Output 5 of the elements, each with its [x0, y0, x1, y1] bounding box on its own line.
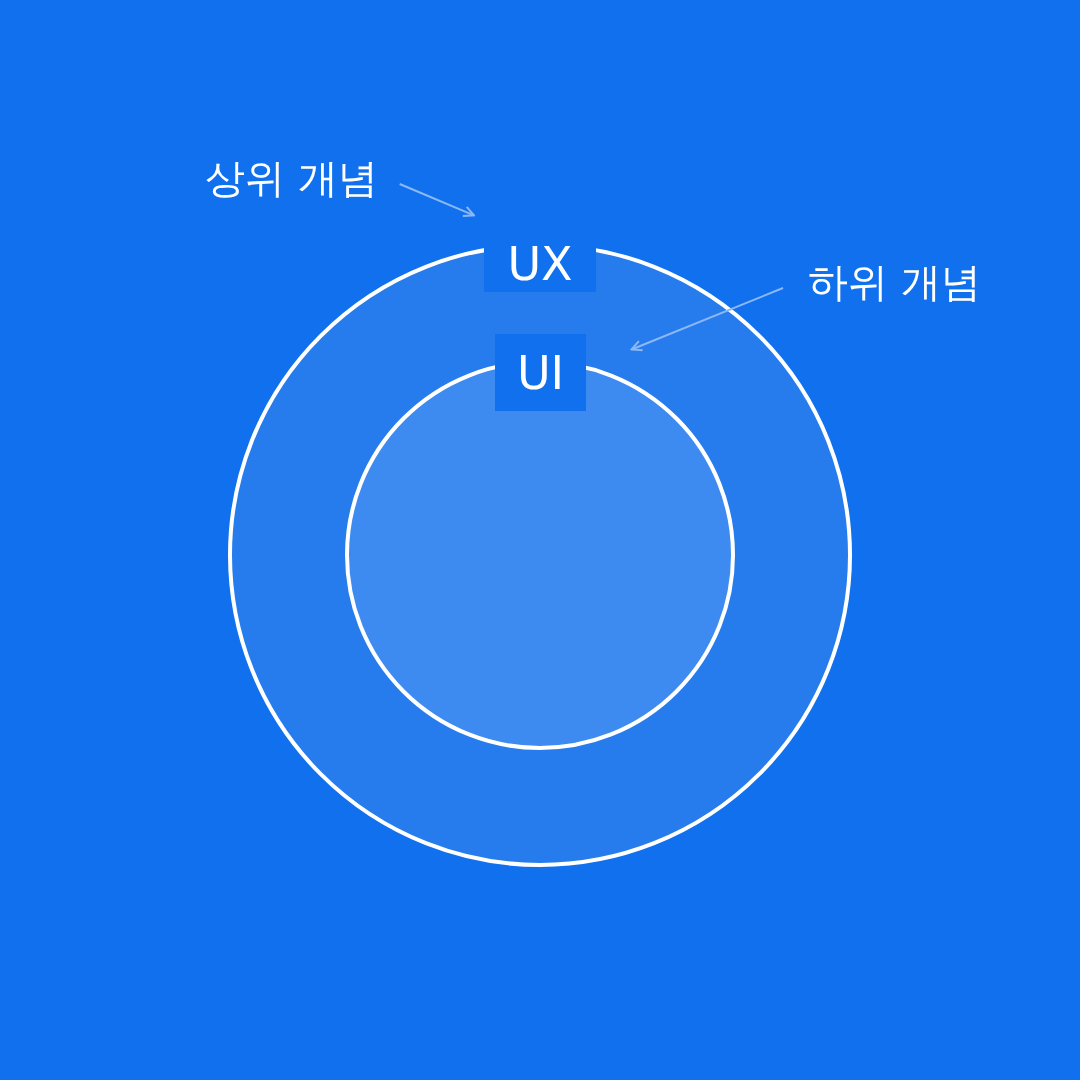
circle-label: UI: [495, 334, 586, 411]
leader-arrow: [398, 183, 475, 218]
concept-label: 상위 개념: [205, 158, 378, 198]
concept-label: 하위 개념: [808, 262, 981, 302]
leader-arrow: [630, 287, 784, 352]
